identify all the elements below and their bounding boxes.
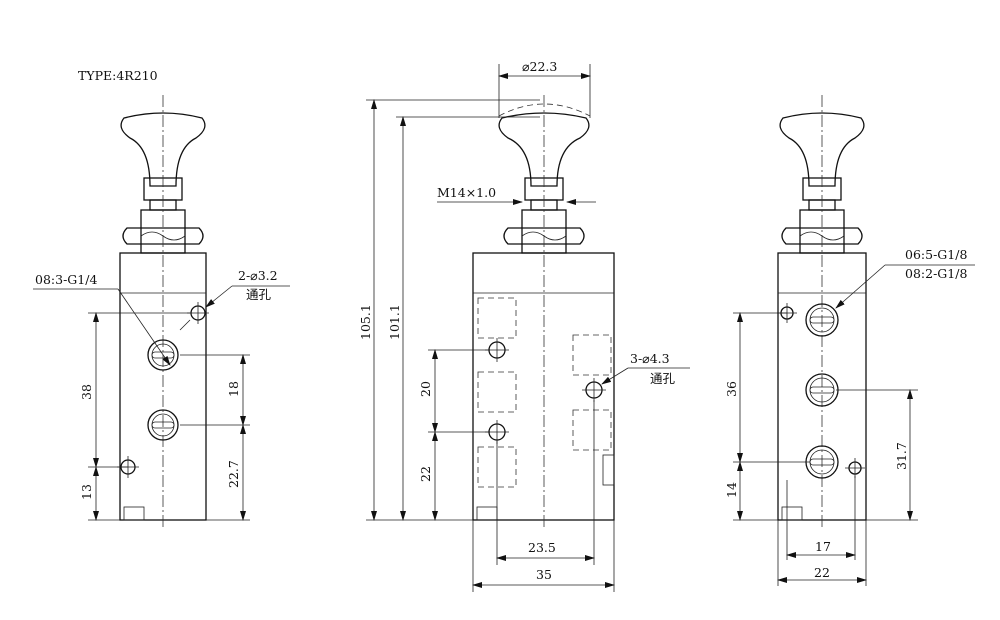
hidden-port-outline	[572, 409, 612, 451]
hole-label: 2-⌀3.2	[238, 268, 278, 283]
dim-105-1: 105.1	[358, 304, 373, 340]
dim-36: 36	[724, 381, 739, 397]
front-view-annotations: ⌀22.3 105.1 101.1 M14×1.0 20 22 3-⌀4.3 通…	[358, 59, 690, 592]
push-button-knob	[120, 112, 206, 187]
hole-label: 3-⌀4.3	[630, 351, 670, 366]
port-label: 08:3-G1/4	[35, 272, 97, 287]
dim-35: 35	[536, 567, 552, 582]
knob-diameter: ⌀22.3	[522, 59, 557, 74]
dim-31-7: 31.7	[894, 442, 909, 470]
side-notch	[602, 454, 615, 486]
hex-nut	[503, 227, 585, 245]
port-circle	[805, 303, 839, 337]
hole-note: 通孔	[650, 371, 676, 386]
hidden-port-outline	[477, 446, 517, 488]
mounting-slot	[123, 506, 145, 521]
dim-38: 38	[79, 384, 94, 400]
port-label-2: 08:2-G1/8	[905, 266, 967, 281]
port-circle	[147, 339, 179, 371]
push-button-knob	[779, 112, 865, 187]
mounting-slot	[781, 506, 803, 521]
mounting-slot	[476, 506, 498, 521]
dim-22: 22	[814, 565, 830, 580]
left-view	[117, 95, 209, 530]
type-label: TYPE:4R210	[78, 68, 158, 83]
port-slot	[151, 421, 175, 429]
dim-17: 17	[815, 539, 831, 554]
hex-nut	[781, 227, 863, 245]
port-slot	[809, 386, 835, 394]
right-view	[777, 95, 867, 530]
port-label-1: 06:5-G1/8	[905, 247, 967, 262]
dim-22: 22	[418, 466, 433, 482]
right-view-annotations: 06:5-G1/8 08:2-G1/8 36 14 31.7 17 22	[724, 247, 975, 586]
dim-23-5: 23.5	[528, 540, 556, 555]
dim-101-1: 101.1	[387, 304, 402, 340]
thread-label: M14×1.0	[437, 185, 496, 200]
hidden-port-outline	[477, 371, 517, 413]
left-view-annotations: 08:3-G1/4 2-⌀3.2 通孔 38 13 18 22.7	[33, 268, 290, 521]
push-button-knob	[498, 112, 590, 187]
port-slot	[809, 316, 835, 324]
dim-22-7: 22.7	[226, 460, 241, 488]
dim-20: 20	[418, 381, 433, 397]
hidden-port-outline	[477, 297, 517, 339]
hidden-port-outline	[572, 334, 612, 376]
port-circle	[147, 409, 179, 441]
hole-note: 通孔	[246, 287, 272, 302]
hex-nut	[122, 227, 204, 245]
dim-14: 14	[724, 482, 739, 498]
dim-18: 18	[226, 381, 241, 397]
dim-13: 13	[79, 484, 94, 500]
front-view	[472, 95, 615, 530]
